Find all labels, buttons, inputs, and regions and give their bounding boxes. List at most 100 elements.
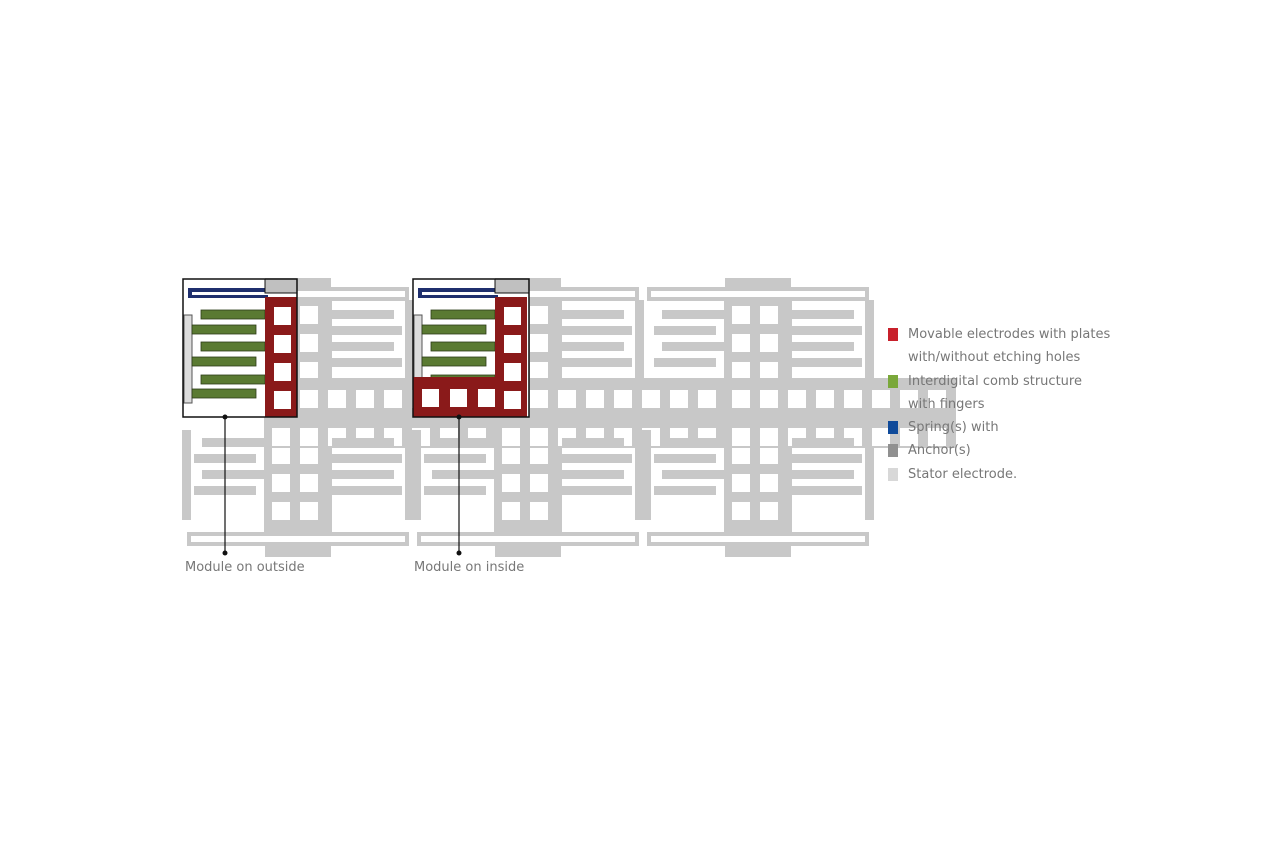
etch-hole (450, 389, 467, 407)
stator-comb-finger (202, 438, 264, 447)
etch-hole (356, 390, 374, 408)
legend-label: Anchor(s) (908, 443, 971, 459)
stator-side-post (635, 300, 644, 390)
etch-hole (300, 502, 318, 520)
comb-finger (430, 341, 496, 352)
etch-hole (274, 391, 291, 409)
legend-label: Movable electrodes with plates (908, 327, 1111, 342)
leader-dot (222, 550, 228, 556)
stator-comb-finger (562, 438, 624, 447)
stator-comb-finger (562, 454, 632, 463)
stator-comb-finger (792, 342, 854, 351)
etch-hole (816, 390, 834, 408)
module-inside (412, 278, 530, 418)
etch-hole (760, 390, 778, 408)
legend-label: Interdigital comb structure (908, 373, 1082, 389)
stator-comb-finger (662, 470, 724, 479)
legend-item: Anchor(s) (888, 441, 1110, 464)
etch-hole (530, 502, 548, 520)
stator-comb-finger (662, 342, 724, 351)
etch-hole (274, 307, 291, 325)
comb-finger (200, 374, 266, 385)
stator-comb-finger (332, 454, 402, 463)
etch-hole (760, 446, 778, 464)
stator-comb-finger (562, 326, 632, 335)
etch-hole (670, 390, 688, 408)
stator-comb-finger (332, 470, 394, 479)
etch-hole (530, 474, 548, 492)
stator-comb-finger (654, 326, 716, 335)
stator-comb-finger (662, 310, 724, 319)
stator-anchor-pad (725, 546, 791, 557)
etch-hole (732, 446, 750, 464)
etch-hole (274, 335, 291, 353)
etch-hole (732, 502, 750, 520)
etch-hole (872, 390, 890, 408)
module-outline (182, 278, 298, 418)
etch-hole (300, 390, 318, 408)
legend-item: Interdigital comb structure (888, 372, 1110, 395)
stator-comb-finger (792, 486, 862, 495)
etch-hole (478, 389, 495, 407)
stator-comb-finger (792, 310, 854, 319)
stator-frame-gap (651, 536, 865, 542)
etch-hole (872, 428, 890, 446)
stator-comb-finger (332, 438, 394, 447)
leader-dot (456, 550, 462, 556)
stator-comb-finger (332, 342, 394, 351)
etch-hole (530, 334, 548, 352)
etch-hole (502, 474, 520, 492)
stator-side-post (635, 430, 644, 520)
legend-label: with fingers (908, 396, 985, 412)
callout-module-outside: Module on outside (185, 560, 305, 575)
stator-comb-finger (562, 470, 624, 479)
etch-hole (788, 390, 806, 408)
legend-item: Movable electrodes with plates (888, 325, 1110, 348)
etch-hole (300, 428, 318, 446)
comb-finger (191, 324, 257, 335)
etch-hole (300, 446, 318, 464)
module-outline (412, 278, 530, 418)
etch-hole (900, 390, 918, 408)
stator-side-post (642, 430, 651, 520)
anchor (494, 278, 530, 294)
etch-hole (504, 335, 521, 353)
legend-swatch-movable (888, 328, 898, 341)
stator-frame-gap (651, 291, 865, 297)
stator-comb-finger (562, 342, 624, 351)
etch-hole (300, 362, 318, 380)
etch-hole (698, 390, 716, 408)
etch-hole (760, 362, 778, 380)
stator-comb-finger (432, 470, 494, 479)
etch-hole (272, 502, 290, 520)
stator-comb-finger (792, 438, 854, 447)
stator-anchor-pad (725, 278, 791, 287)
etch-hole (900, 428, 918, 446)
stator-comb-finger (792, 358, 862, 367)
etch-hole (272, 474, 290, 492)
comb-finger (191, 356, 257, 367)
legend: Movable electrodes with plates with/with… (888, 325, 1110, 488)
stator-comb-finger (654, 454, 716, 463)
etch-hole (530, 390, 548, 408)
etch-hole (274, 363, 291, 381)
comb-finger (191, 388, 257, 399)
legend-swatch-spacer (888, 351, 898, 364)
spring-gap (422, 292, 498, 295)
comb-finger (430, 309, 496, 320)
stator-comb-finger (654, 486, 716, 495)
etch-hole (928, 390, 946, 408)
legend-swatch-comb (888, 374, 898, 388)
etch-hole (504, 391, 521, 409)
etch-hole (300, 306, 318, 324)
stator-side-bar (183, 314, 193, 404)
stator-frame-gap (421, 536, 635, 542)
etch-hole (502, 446, 520, 464)
anchor (264, 278, 298, 294)
stator-comb-finger (562, 310, 624, 319)
legend-label: Stator electrode. (908, 466, 1018, 482)
legend-item: Spring(s) with (888, 418, 1110, 441)
stator-anchor-pad (495, 546, 561, 557)
legend-item: with fingers (888, 395, 1110, 418)
etch-hole (530, 362, 548, 380)
